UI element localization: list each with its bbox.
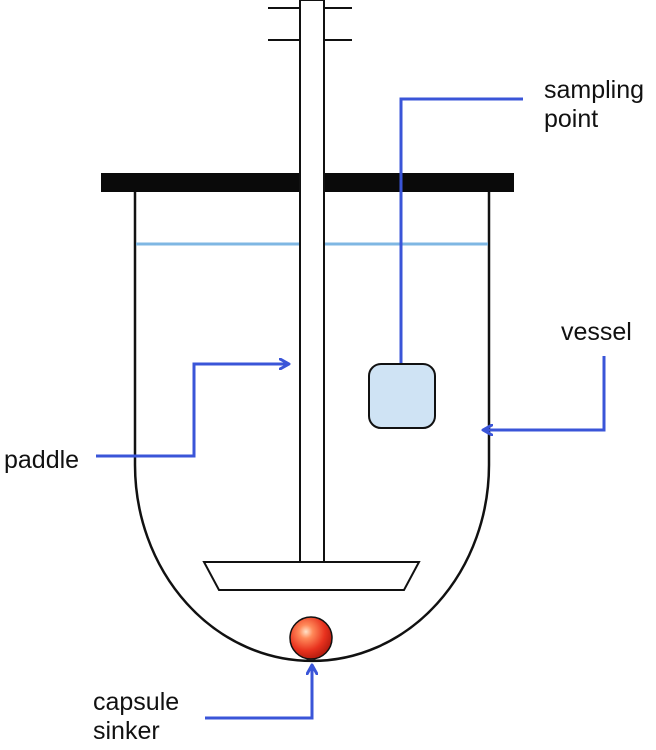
sampling-probe-line — [399, 97, 523, 364]
paddle-label: paddle — [4, 446, 80, 474]
capsule-sinker-label: capsule sinker — [93, 688, 179, 746]
vessel-arrow — [484, 356, 606, 430]
paddle-arrow — [96, 364, 288, 458]
sampling-point-label-line2: point — [544, 105, 599, 133]
sampling-point-label: sampling point — [544, 76, 644, 134]
paddle-shaft — [299, 0, 325, 563]
vessel-label: vessel — [561, 318, 632, 346]
capsule-sinker-label-line2: sinker — [93, 717, 160, 745]
capsule-sinker-label-line1: capsule — [93, 688, 180, 716]
capsule-sinker — [289, 616, 333, 660]
sampling-point-box — [368, 363, 436, 429]
capsule-sinker-arrow — [205, 666, 312, 720]
sampling-point-label-line1: sampling — [544, 76, 645, 104]
paddle-blade — [202, 561, 421, 591]
vessel-outline — [133, 192, 491, 663]
